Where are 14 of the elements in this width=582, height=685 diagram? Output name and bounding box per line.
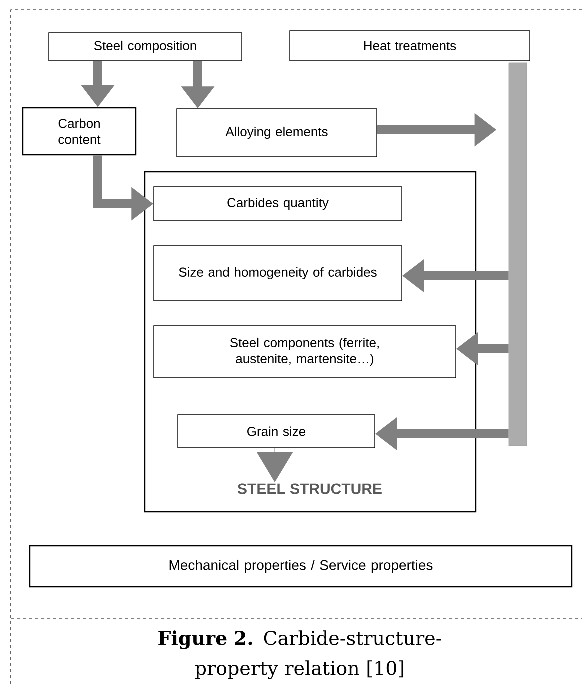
arrow — [257, 448, 293, 482]
process-box: Steel composition — [48, 32, 242, 62]
heat-treatment-bar — [508, 62, 528, 446]
process-box: Heat treatments — [290, 30, 530, 62]
process-box: Size and homogeneity of carbides — [154, 246, 402, 302]
process-box: Mechanical properties / Service properties — [29, 545, 573, 588]
process-box: Grain size — [178, 414, 376, 448]
group-frame — [144, 171, 477, 513]
process-box: Carbides quantity — [154, 186, 402, 222]
process-box: Steel components (ferrite, austenite, martensite…) — [154, 326, 456, 378]
process-box: Carbon content — [22, 107, 137, 156]
group-title: STEEL STRUCTURE — [238, 484, 382, 494]
process-box: Alloying elements — [176, 108, 378, 158]
figure-caption: Figure 2. Carbide-structure-property relation [10] — [158, 630, 442, 680]
